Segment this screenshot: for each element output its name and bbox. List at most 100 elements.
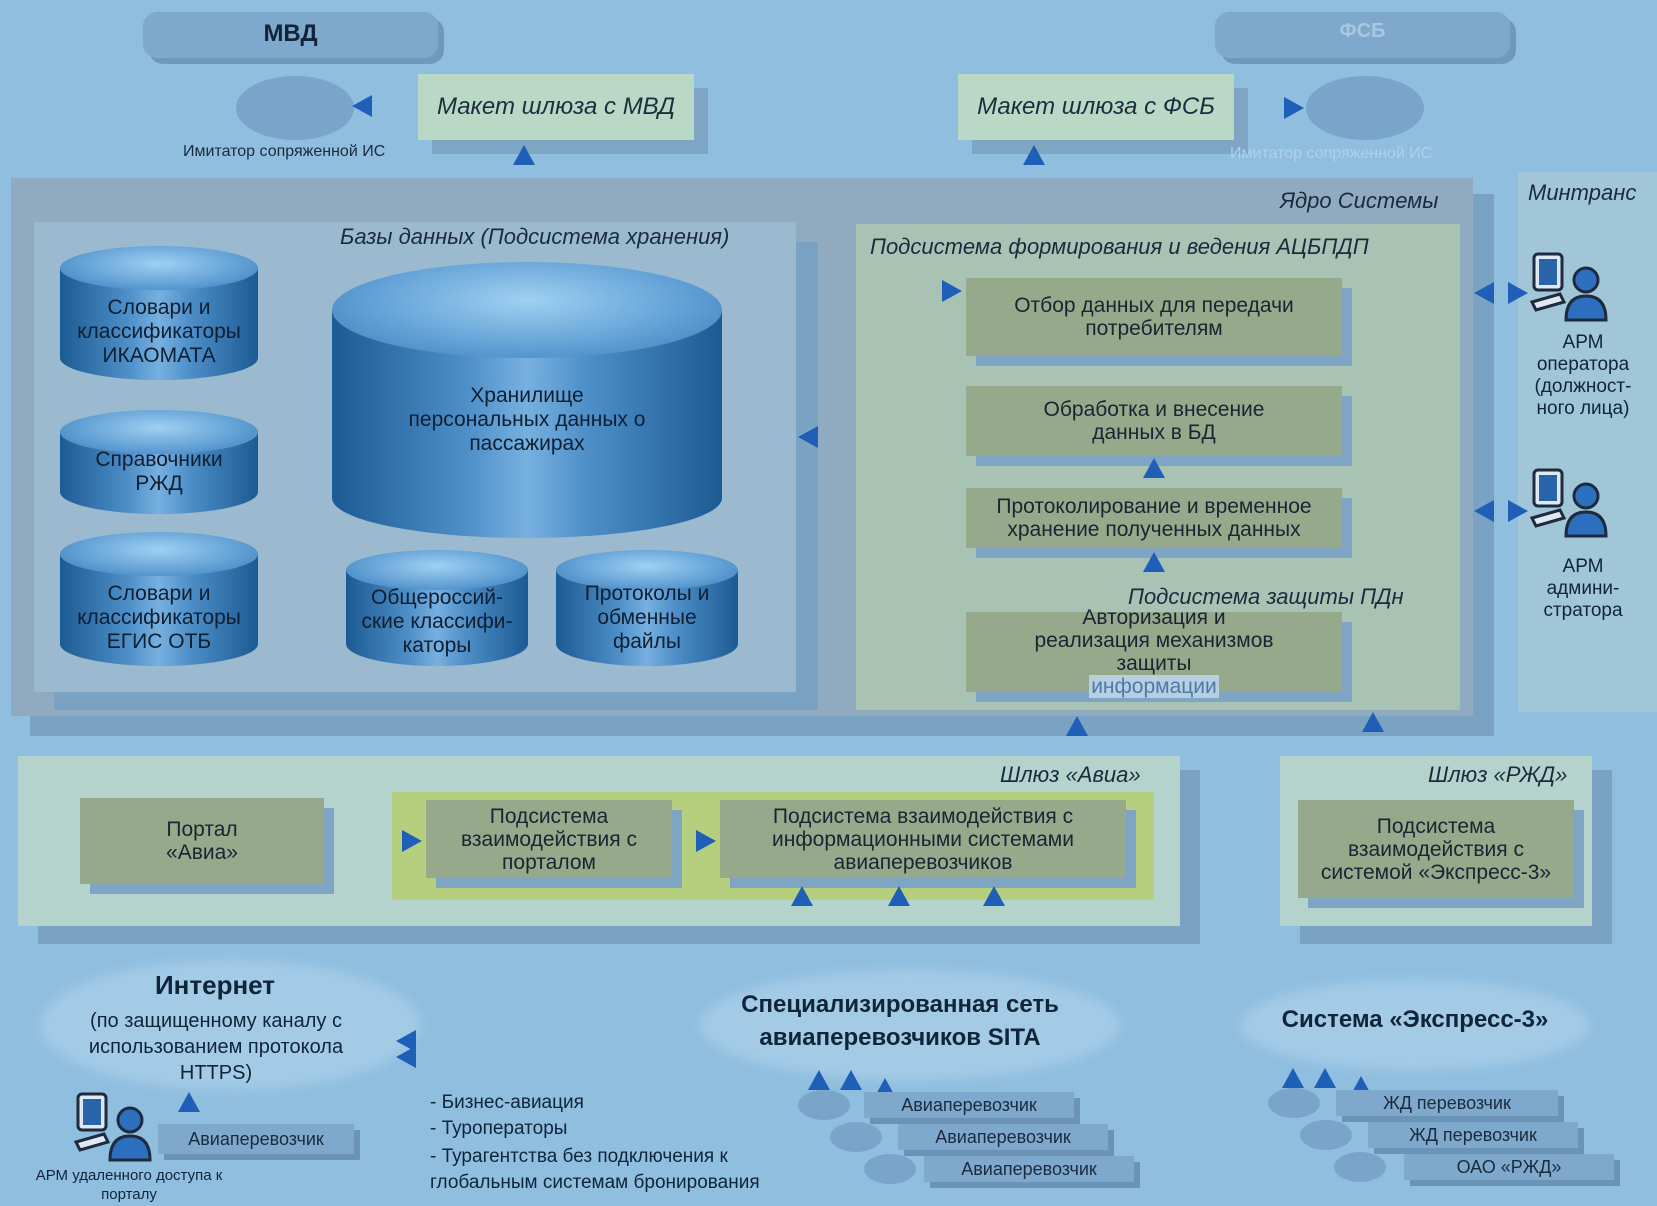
arrow-fsb-right	[1284, 97, 1304, 119]
sita-chip-2: Авиаперевозчик	[898, 1124, 1108, 1150]
portal-label: Портал «Авиа»	[166, 818, 238, 864]
internet-cloud	[40, 960, 420, 1090]
sita-node-3	[864, 1154, 916, 1184]
express-subsystem-box: Подсистема взаимодействия с системой «Эк…	[1298, 800, 1574, 898]
portal-box: Портал «Авиа»	[80, 798, 324, 884]
arrow-sita-1	[808, 1070, 830, 1090]
cyl-egis: Словари и классификаторы ЕГИС ОТБ	[60, 532, 258, 666]
cyl-icao-label: Словари и классификаторы ИКАОМАТА	[77, 296, 241, 367]
sita-node-2	[830, 1122, 882, 1152]
cyl-protocols-label: Протоколы и обменные файлы	[584, 582, 710, 653]
admin-workstation-icon	[1530, 468, 1608, 538]
express-subsystem-label: Подсистема взаимодействия с системой «Эк…	[1320, 814, 1552, 884]
sita-chip-3: Авиаперевозчик	[924, 1156, 1134, 1182]
sita-chip-1-label: Авиаперевозчик	[901, 1094, 1037, 1115]
db-title: Базы данных (Подсистема хранения)	[340, 224, 730, 249]
list-item-3: - Турагентства без подключения к глобаль…	[430, 1146, 760, 1193]
arrow-subsys-to-carriers	[696, 830, 716, 852]
arrow-internet-2	[396, 1046, 416, 1068]
rzd-title: Шлюз «РЖД»	[1428, 762, 1568, 787]
cyl-storage: Хранилище персональных данных о пассажир…	[332, 262, 722, 538]
cyl-egis-label: Словари и классификаторы ЕГИС ОТБ	[77, 582, 241, 653]
cyl-storage-label: Хранилище персональных данных о пассажир…	[408, 384, 646, 455]
remote-workstation-icon	[74, 1092, 152, 1162]
arm-operator-label: АРМ оператора (должност-ного лица)	[1534, 332, 1632, 419]
cyl-rzd-label: Справочники РЖД	[95, 448, 223, 495]
box-auth-label: Авторизация и реализация механизмов защи…	[1034, 606, 1274, 675]
mvd-header	[143, 12, 438, 58]
arm-admin-label: АРМ админи-стратора	[1543, 556, 1623, 621]
arrow-sita-2	[840, 1070, 862, 1090]
portal-subsystem-box: Подсистема взаимодействия с порталом	[426, 800, 672, 878]
express-node-1	[1268, 1088, 1320, 1118]
box-auth: Авторизация и реализация механизмов защи…	[966, 606, 1342, 698]
arrow-portal-to-subsys	[402, 830, 422, 852]
arrow-gateway-fsb-up	[1023, 145, 1045, 165]
arrow-carriers-3	[983, 886, 1005, 906]
sita-chip-2-label: Авиаперевозчик	[935, 1126, 1071, 1147]
pdn-title: Подсистема защиты ПДн	[1128, 584, 1404, 609]
box-protocol: Протоколирование и временное хранение по…	[966, 488, 1342, 548]
arrow-to-protocol	[1143, 552, 1165, 572]
sita-cloud	[700, 970, 1120, 1080]
mvd-label: МВД	[263, 20, 318, 47]
internet-title: Интернет	[154, 970, 276, 1000]
arrow-admin-left	[1474, 500, 1494, 522]
sita-title: Специализированная сеть авиаперевозчиков…	[741, 991, 1059, 1051]
imitator-right-node	[1306, 76, 1424, 140]
imitator-left-node	[236, 76, 354, 140]
arrow-operator-right	[1508, 282, 1528, 304]
imitator-left-label: Имитатор сопряженной ИС	[183, 143, 386, 160]
arrow-admin-right	[1508, 500, 1528, 522]
express-chip-1-label: ЖД перевозчик	[1383, 1092, 1511, 1113]
arrow-rzd-to-core	[1362, 712, 1384, 732]
gateway-fsb-label: Макет шлюза с ФСБ	[977, 93, 1215, 120]
aviacarrier-left-label: Авиаперевозчик	[188, 1128, 324, 1149]
fsb-label: ФСБ	[1339, 20, 1386, 42]
box-auth-label-2: информации	[1089, 675, 1219, 698]
box-select: Отбор данных для передачи потребителям	[966, 278, 1342, 356]
arrow-express-2	[1314, 1068, 1336, 1088]
arrow-gateway-mvd-up	[513, 145, 535, 165]
gateway-mvd-label: Макет шлюза с МВД	[436, 93, 676, 120]
arrow-mvd-left	[352, 95, 372, 117]
express-cloud	[1240, 980, 1590, 1070]
sita-chip-1: Авиаперевозчик	[864, 1092, 1074, 1118]
aviacarrier-left-chip: Авиаперевозчик	[158, 1124, 354, 1154]
express-chip-3-label: ОАО «РЖД»	[1456, 1156, 1562, 1177]
carriers-subsystem-label: Подсистема взаимодействия с информационн…	[772, 804, 1074, 874]
gateway-fsb-box: Макет шлюза с ФСБ	[958, 74, 1234, 140]
arm-remote-label: АРМ удаленного доступа к порталу	[35, 1167, 223, 1203]
operator-workstation-icon	[1530, 252, 1608, 322]
arrow-carriers-1	[791, 886, 813, 906]
sita-chip-3-label: Авиаперевозчик	[961, 1158, 1097, 1179]
cyl-rzd: Справочники РЖД	[60, 410, 258, 514]
cyl-okpd: Общероссий-ские классифи-каторы	[346, 550, 528, 666]
fsb-header	[1215, 12, 1510, 58]
list-item-2: - Туроператоры	[430, 1118, 568, 1139]
arrow-internet-up	[178, 1092, 200, 1112]
arrow-to-db	[798, 426, 818, 448]
cyl-okpd-label: Общероссий-ские классифи-каторы	[361, 586, 513, 657]
arrow-operator-left	[1474, 282, 1494, 304]
sita-node-1	[798, 1090, 850, 1120]
express-chip-1: ЖД перевозчик	[1336, 1090, 1558, 1116]
cyl-icao: Словари и классификаторы ИКАОМАТА	[60, 246, 258, 380]
express-node-2	[1300, 1120, 1352, 1150]
avia-title: Шлюз «Авиа»	[1000, 762, 1141, 787]
express-chip-2-label: ЖД перевозчик	[1409, 1124, 1537, 1145]
box-select-label: Отбор данных для передачи потребителям	[1014, 294, 1294, 340]
internet-desc: (по защищенному каналу с использованием …	[88, 1010, 344, 1084]
box-process: Обработка и внесение данных в БД	[966, 386, 1342, 456]
box-protocol-label: Протоколирование и временное хранение по…	[996, 495, 1312, 541]
acbpdp-title: Подсистема формирования и ведения АЦБПДП	[870, 234, 1369, 259]
gateway-mvd-box: Макет шлюза с МВД	[418, 74, 694, 140]
cyl-protocols: Протоколы и обменные файлы	[556, 550, 738, 666]
arrow-carriers-2	[888, 886, 910, 906]
portal-subsystem-label: Подсистема взаимодействия с порталом	[461, 804, 637, 874]
box-process-label: Обработка и внесение данных в БД	[1043, 398, 1265, 444]
express-title: Система «Экспресс-3»	[1281, 1006, 1549, 1033]
list-item-1: - Бизнес-авиация	[430, 1092, 584, 1113]
mintrans-title: Минтранс	[1528, 180, 1637, 205]
core-title: Ядро Системы	[1280, 188, 1439, 213]
